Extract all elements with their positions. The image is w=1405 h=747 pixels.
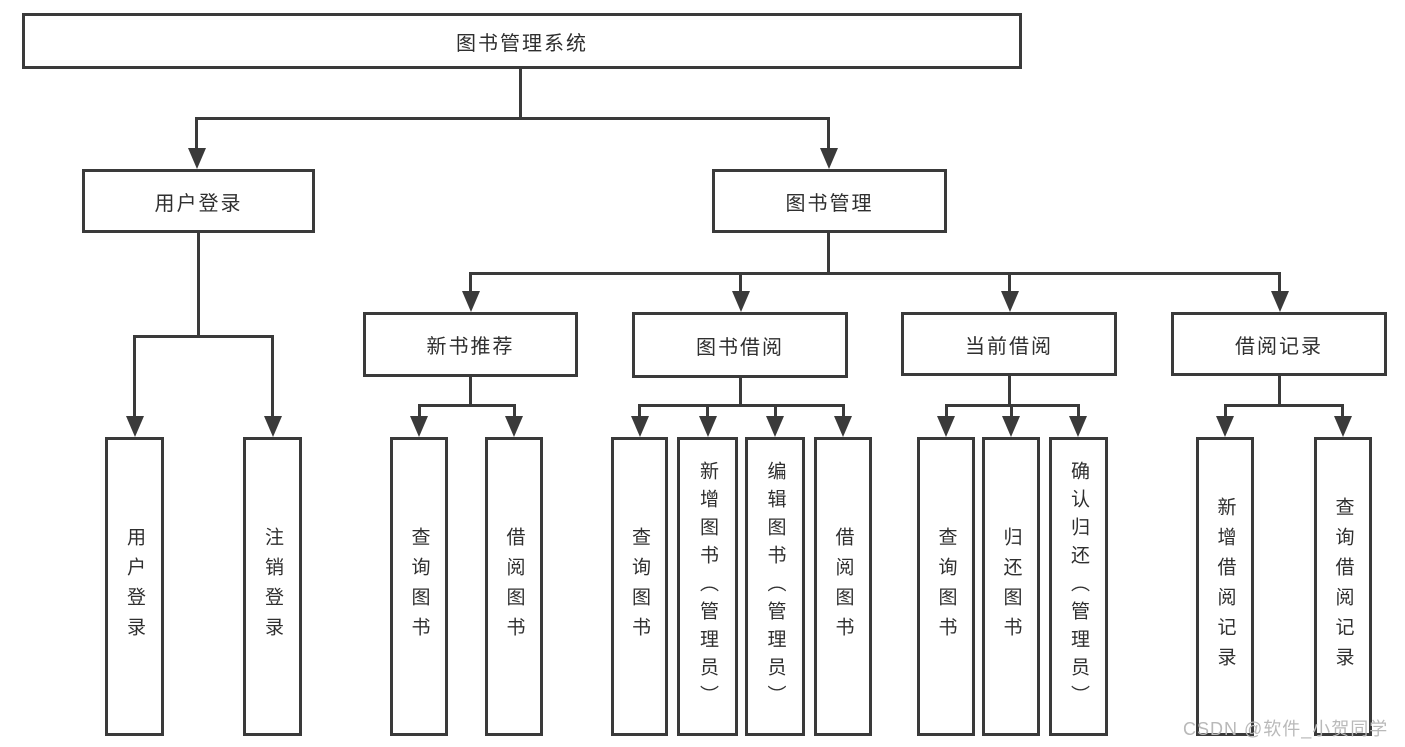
node-label: 借阅记录 — [1235, 335, 1323, 358]
node-label: 用户登录 — [154, 192, 243, 215]
arrow-down-icon — [1001, 291, 1019, 312]
connector-section-hbar — [1224, 404, 1344, 407]
arrow-down-icon — [1271, 291, 1289, 312]
node-edit-books-admin: 编辑图书（管理员） — [745, 437, 805, 736]
connector-section-hbar — [418, 404, 516, 407]
arrow-down-icon — [126, 416, 144, 437]
node-root-label: 图书管理系统 — [456, 32, 588, 55]
connector-drop — [513, 404, 516, 417]
connector-drop — [1010, 404, 1013, 417]
arrow-down-icon — [820, 148, 838, 169]
arrow-down-icon — [766, 416, 784, 437]
node-query-books: 查询图书 — [390, 437, 448, 736]
arrow-down-icon — [699, 416, 717, 437]
node-query-borrow-record: 查询借阅记录 — [1314, 437, 1372, 736]
connector-drop — [1077, 404, 1080, 417]
connector-user-hbar — [133, 335, 274, 338]
node-book-borrowing: 图书借阅 — [632, 312, 848, 378]
connector-drop — [842, 404, 845, 417]
node-new-book-recommend: 新书推荐 — [363, 312, 578, 377]
node-user-login-branch: 用户登录 — [82, 169, 315, 233]
arrow-down-icon — [937, 416, 955, 437]
connector-section-stem — [1278, 376, 1281, 407]
node-label: 查询借阅记录 — [1332, 496, 1354, 677]
node-label: 借阅图书 — [832, 526, 854, 647]
connector-drop — [1341, 404, 1344, 417]
node-label: 图书管理 — [785, 192, 874, 215]
node-root: 图书管理系统 — [22, 13, 1022, 69]
node-current-borrowing: 当前借阅 — [901, 312, 1117, 376]
node-label: 当前借阅 — [965, 335, 1053, 358]
connector-drop-user — [195, 117, 198, 149]
node-add-books-admin: 新增图书（管理员） — [677, 437, 738, 736]
connector-drop — [1278, 272, 1281, 292]
node-label: 用户登录 — [124, 526, 145, 647]
connector-drop — [706, 404, 709, 417]
node-label: 借阅图书 — [503, 526, 525, 647]
connector-section-stem — [739, 377, 742, 407]
node-label: 新增借阅记录 — [1214, 496, 1236, 677]
node-book-management-branch: 图书管理 — [712, 169, 947, 233]
watermark-text: CSDN @软件_小贺同学 — [1183, 719, 1389, 739]
node-user-login: 用户登录 — [105, 437, 164, 736]
arrow-down-icon — [834, 416, 852, 437]
node-label: 查询图书 — [408, 526, 430, 647]
node-borrow-books: 借阅图书 — [814, 437, 872, 736]
connector-book-hbar — [469, 272, 1281, 275]
arrow-down-icon — [462, 291, 480, 312]
connector-drop — [469, 272, 472, 292]
arrow-down-icon — [1334, 416, 1352, 437]
node-logout: 注销登录 — [243, 437, 302, 736]
arrow-down-icon — [732, 291, 750, 312]
arrow-down-icon — [631, 416, 649, 437]
connector-section-stem — [1008, 376, 1011, 407]
connector-drop — [945, 404, 948, 417]
connector-section-hbar — [638, 404, 845, 407]
node-label: 查询图书 — [935, 526, 957, 647]
connector-drop — [1224, 404, 1227, 417]
node-label: 查询图书 — [629, 526, 650, 647]
connector-drop-book — [827, 117, 830, 149]
node-query-books: 查询图书 — [611, 437, 668, 736]
node-add-borrow-record: 新增借阅记录 — [1196, 437, 1254, 736]
node-label: 归还图书 — [1000, 526, 1022, 647]
arrow-down-icon — [1216, 416, 1234, 437]
connector-drop — [418, 404, 421, 417]
node-confirm-return-admin: 确认归还（管理员） — [1049, 437, 1108, 736]
node-label: 新增图书（管理员） — [697, 460, 718, 713]
arrow-down-icon — [1069, 416, 1087, 437]
connector-section-stem — [469, 376, 472, 407]
connector-drop — [1008, 272, 1011, 292]
arrow-down-icon — [410, 416, 428, 437]
node-label: 新书推荐 — [426, 336, 515, 358]
connector-drop — [638, 404, 641, 417]
node-label: 注销登录 — [262, 526, 283, 647]
node-label: 图书借阅 — [696, 336, 784, 359]
connector-root-hbar — [195, 117, 829, 120]
connector-book-stem — [827, 232, 830, 275]
connector-drop — [739, 272, 742, 292]
node-query-books: 查询图书 — [917, 437, 975, 736]
node-borrow-books: 借阅图书 — [485, 437, 543, 736]
node-label: 确认归还（管理员） — [1068, 460, 1089, 713]
connector-root-stem — [519, 68, 522, 120]
connector-drop — [774, 404, 777, 417]
connector-user-stem — [197, 232, 200, 338]
arrow-down-icon — [264, 416, 282, 437]
connector-drop — [271, 335, 274, 417]
node-return-books: 归还图书 — [982, 437, 1040, 736]
node-label: 编辑图书（管理员） — [764, 460, 786, 713]
arrow-down-icon — [188, 148, 206, 169]
node-borrowing-records: 借阅记录 — [1171, 312, 1387, 376]
arrow-down-icon — [505, 416, 523, 437]
arrow-down-icon — [1002, 416, 1020, 437]
connector-drop — [133, 335, 136, 417]
